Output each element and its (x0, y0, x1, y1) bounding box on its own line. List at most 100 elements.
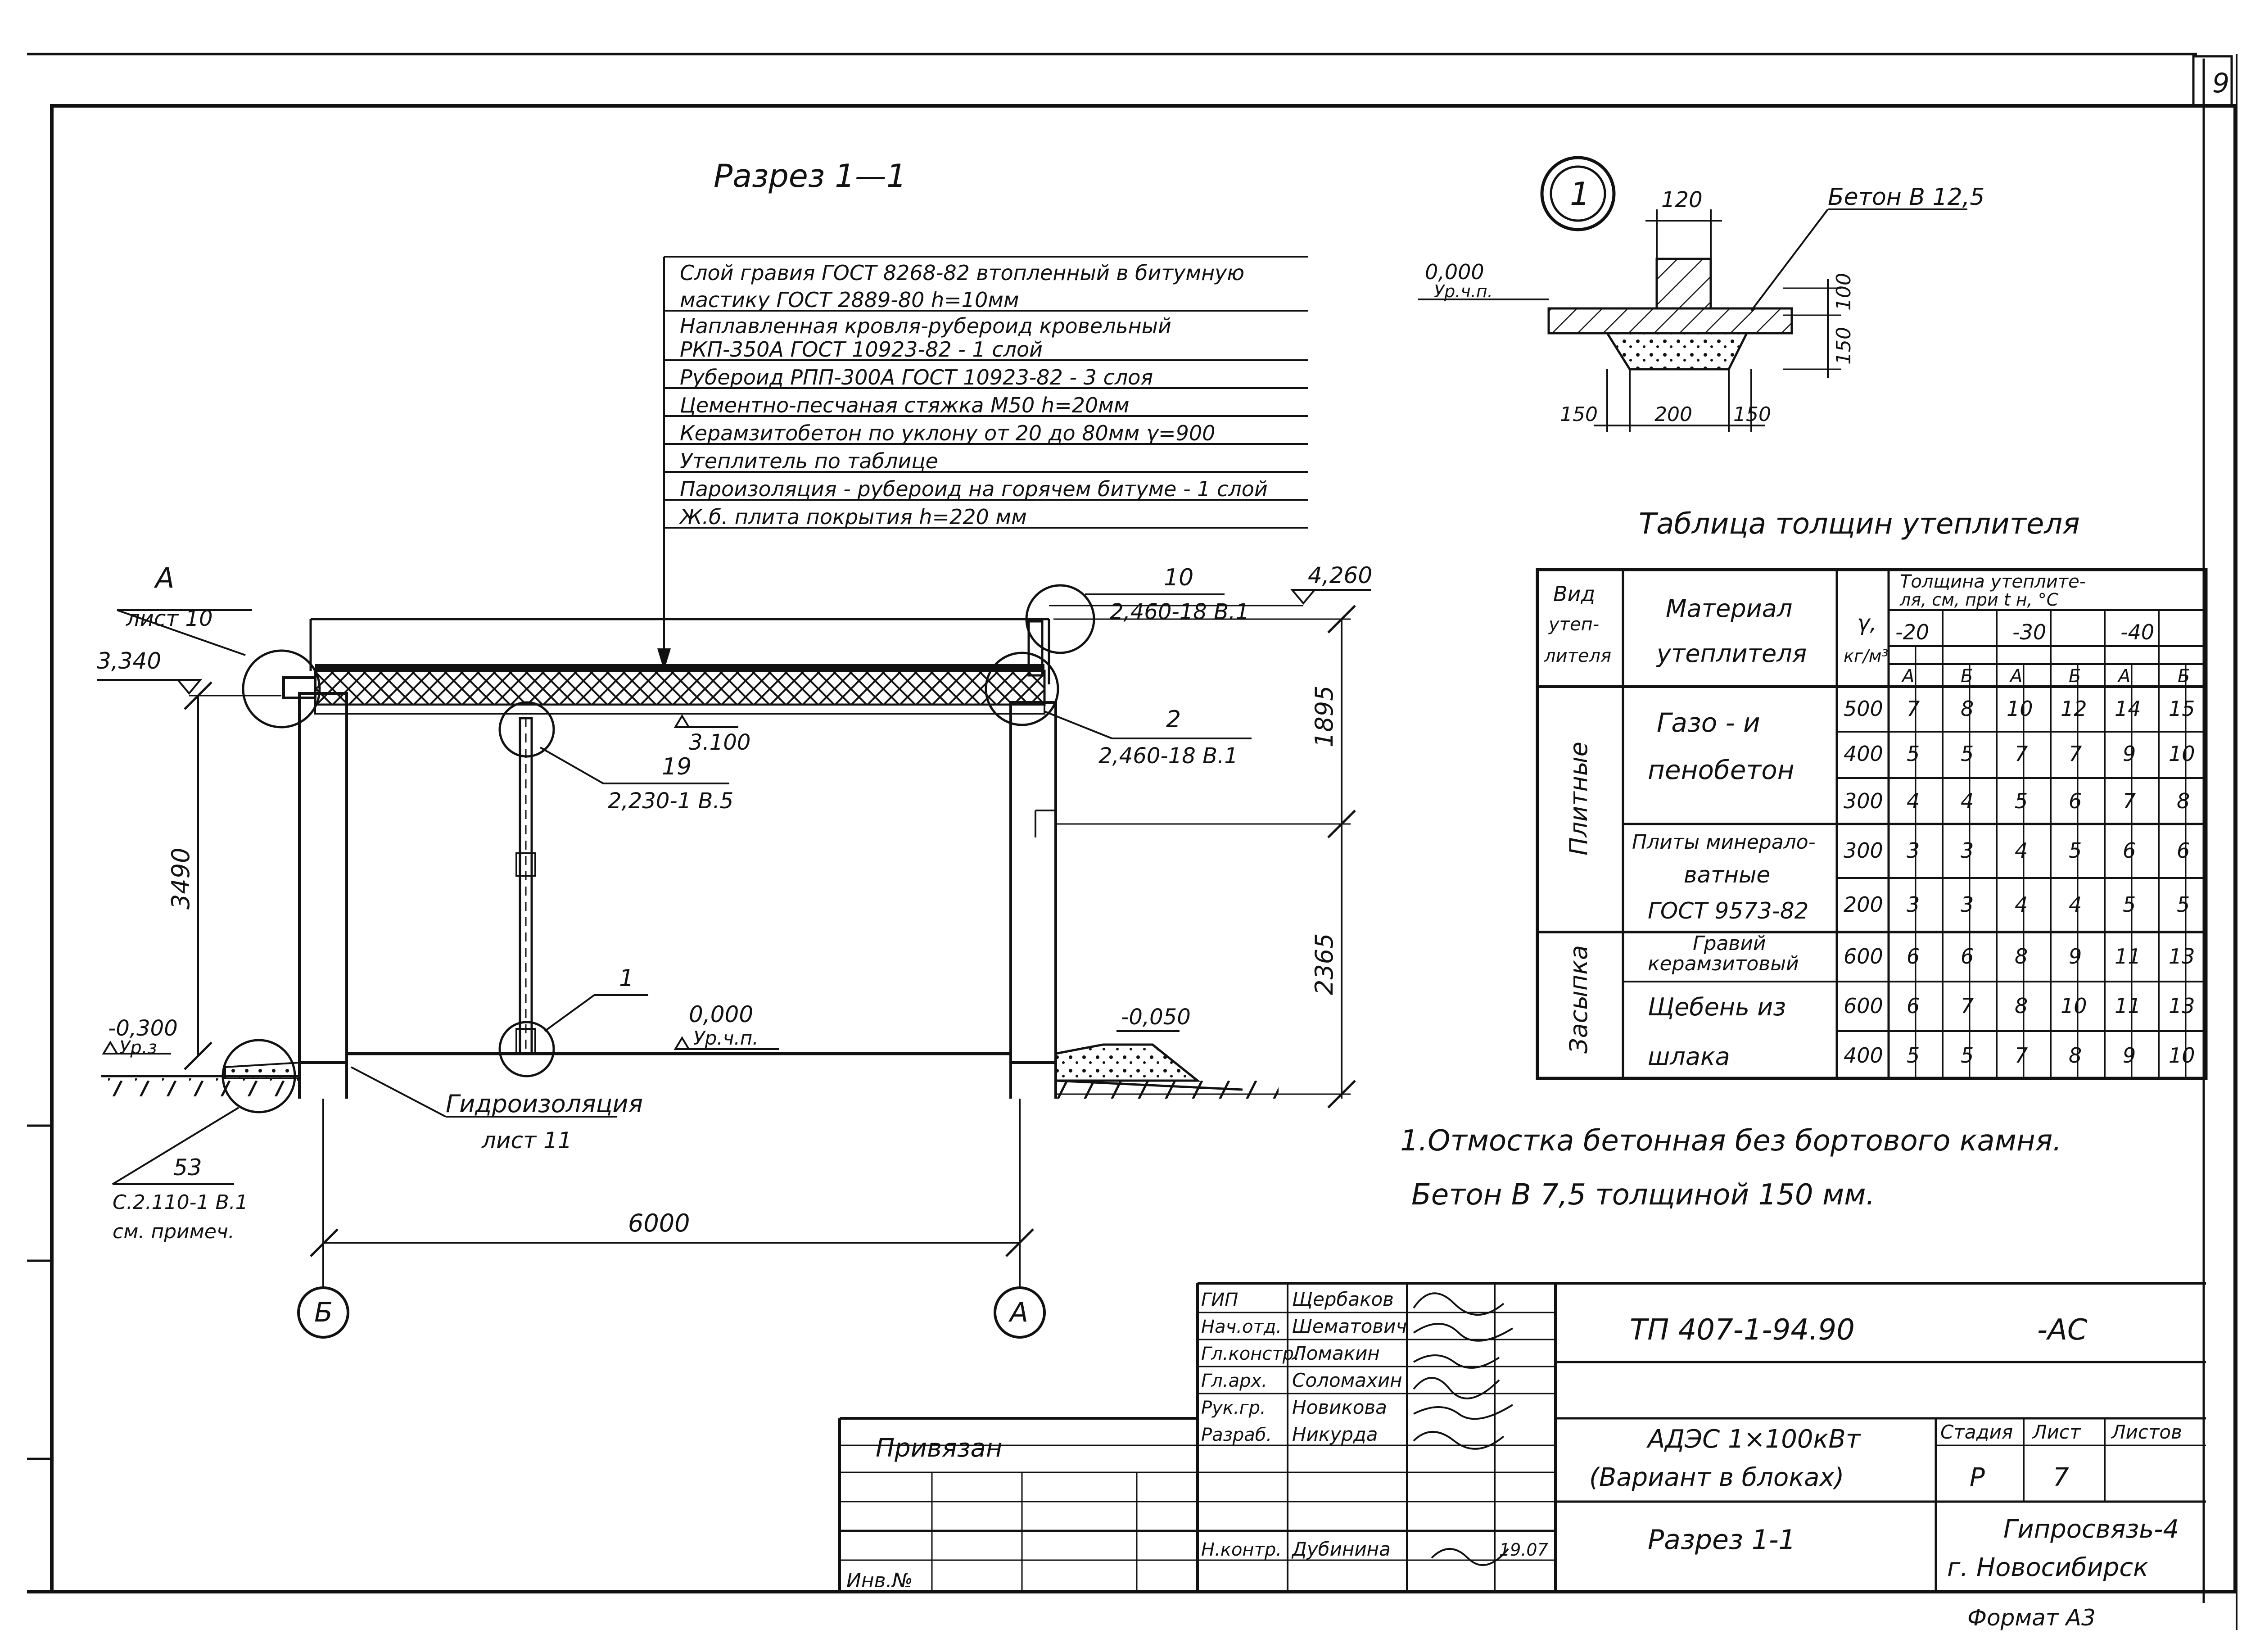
table-cell: 5 (1907, 1043, 1920, 1068)
table-cell-gamma: 600 (1844, 994, 1883, 1018)
table-cell: 4 (2015, 838, 2028, 863)
tb-object-2: (Вариант в блоках) (1589, 1463, 1844, 1492)
tb-name: Щербаков (1292, 1288, 1394, 1310)
axis-b-label: Б (314, 1297, 333, 1328)
tb-doc-code: ТП 407-1-94.90 (1630, 1313, 1855, 1347)
dim-3490: 3490 (167, 848, 195, 910)
tb-name: Дубинина (1291, 1538, 1391, 1560)
level-0000: 0,000 (689, 1001, 753, 1027)
tb-h-stage: Стадия (1940, 1421, 2013, 1443)
th-subcol: Б (2069, 666, 2081, 687)
table-cell: 4 (2015, 892, 2028, 917)
group-fill: Засыпка (1564, 945, 1593, 1054)
mat-slag: Щебень из (1648, 993, 1786, 1021)
callout-1-num: 1 (619, 965, 634, 992)
table-cell: 4 (1907, 789, 1920, 813)
tb-role: Гл.арх. (1201, 1371, 1267, 1391)
th-type: Вид (1553, 582, 1595, 606)
table-cell-gamma: 300 (1844, 838, 1883, 863)
table-cell: 8 (2015, 994, 2028, 1018)
level-m0050: -0,050 (1121, 1005, 1191, 1030)
table-cell: 6 (1907, 994, 1920, 1018)
tb-role: ГИП (1201, 1290, 1238, 1310)
node-dim-120: 120 (1661, 187, 1703, 213)
dim-1895: 1895 (1310, 686, 1338, 747)
level-3340: 3,340 (97, 648, 161, 674)
waterproofing-sheet: лист 11 (481, 1127, 572, 1154)
mat-slag: шлака (1648, 1042, 1730, 1071)
table-cell-gamma: 400 (1844, 742, 1883, 766)
th-subcol: А (2117, 666, 2130, 687)
th-thickness: ля, см, при t н, °С (1899, 590, 2059, 610)
dim-2365: 2365 (1310, 933, 1338, 995)
th-gamma: γ, (1857, 611, 1877, 636)
roof-layer-text: Керамзитобетон по уклону от 20 до 80мм γ… (680, 421, 1215, 445)
mat-gas: пенобетон (1648, 755, 1794, 785)
insulation-table (1536, 568, 2208, 1080)
th-temp: -20 (1895, 620, 1929, 644)
roof-layer-text: Утеплитель по таблице (680, 449, 938, 473)
table-cell: 5 (1961, 1043, 1974, 1068)
th-gamma: кг/м³ (1844, 646, 1889, 666)
mat-gravel: Гравий (1693, 932, 1766, 955)
mat-mineral: Плиты минерало- (1632, 831, 1816, 854)
tb-name: Новикова (1292, 1396, 1387, 1418)
callout-19-num: 19 (662, 753, 692, 780)
table-title: Таблица толщин утеплителя (1639, 507, 2080, 541)
table-cell: 3 (1907, 838, 1920, 863)
table-cell: 9 (2069, 944, 2082, 969)
table-cell: 3 (1961, 838, 1974, 863)
table-cell: 8 (2177, 789, 2190, 813)
table-cell: 11 (2115, 994, 2141, 1018)
roof-layer-text: Пароизоляция - рубероид на горячем битум… (680, 477, 1268, 501)
th-thickness: Толщина утеплите- (1900, 571, 2086, 592)
roof-layer-text: Цементно-песчаная стяжка М50 h=20мм (680, 393, 1130, 417)
callout-19-ref: 2,230-1 В.5 (608, 788, 733, 814)
tb-inv: Инв.№ (846, 1569, 913, 1592)
table-cell: 14 (2115, 697, 2141, 721)
dim-6000: 6000 (628, 1209, 690, 1237)
table-cell: 4 (1961, 789, 1974, 813)
table-cell: 13 (2169, 994, 2195, 1018)
th-material: Материал (1666, 594, 1792, 623)
table-cell: 5 (2069, 838, 2082, 863)
node-1-detail (1418, 156, 1967, 432)
table-cell: 10 (2169, 1043, 2195, 1068)
th-material: утеплителя (1656, 639, 1807, 668)
table-cell: 8 (2069, 1043, 2082, 1068)
node-level-tag: Ур.ч.п. (1434, 281, 1493, 301)
table-cell: 9 (2123, 1043, 2136, 1068)
tb-name: Шематович (1292, 1315, 1407, 1337)
roof-layer-text: Ж.б. плита покрытия h=220 мм (678, 505, 1027, 529)
th-subcol: А (1901, 666, 1914, 687)
table-cell-gamma: 400 (1844, 1043, 1883, 1068)
table-cell: 7 (2123, 789, 2136, 813)
roof-layer-text: Слой гравия ГОСТ 8268-82 втопленный в би… (680, 261, 1244, 285)
tb-object-1: АДЭС 1×100кВт (1646, 1425, 1861, 1454)
sheet-format: Формат А3 (1967, 1605, 2096, 1631)
th-temp: -40 (2120, 620, 2154, 644)
level-marks (97, 589, 1371, 1055)
tb-role: Разраб. (1201, 1425, 1272, 1445)
table-cell: 4 (2069, 892, 2082, 917)
th-temp: -30 (2012, 620, 2046, 644)
section-title: Разрез 1—1 (714, 158, 906, 195)
sheet-frame (27, 53, 2237, 1630)
waterproofing-label: Гидроизоляция (446, 1090, 643, 1118)
level-m0300-tag: Ур.з (119, 1037, 157, 1058)
table-cell: 9 (2123, 742, 2136, 766)
th-subcol: Б (2178, 666, 2190, 687)
level-m0300: -0,300 (108, 1016, 178, 1041)
table-cell: 5 (1961, 742, 1974, 766)
mat-gas: Газо - и (1657, 707, 1760, 738)
table-cell-gamma: 500 (1844, 697, 1883, 721)
table-cell: 8 (2015, 944, 2028, 969)
tb-h-sheet: Лист (2032, 1421, 2081, 1443)
callout-53-ref: С.2.110-1 В.1 (113, 1191, 248, 1214)
node-dim-100: 100 (1832, 273, 1855, 311)
table-cell: 7 (2069, 742, 2082, 766)
roof-layer-text: РКП-350А ГОСТ 10923-82 - 1 слой (680, 337, 1043, 362)
table-cell: 7 (2015, 742, 2028, 766)
tb-org-2: г. Новосибирск (1947, 1553, 2148, 1582)
